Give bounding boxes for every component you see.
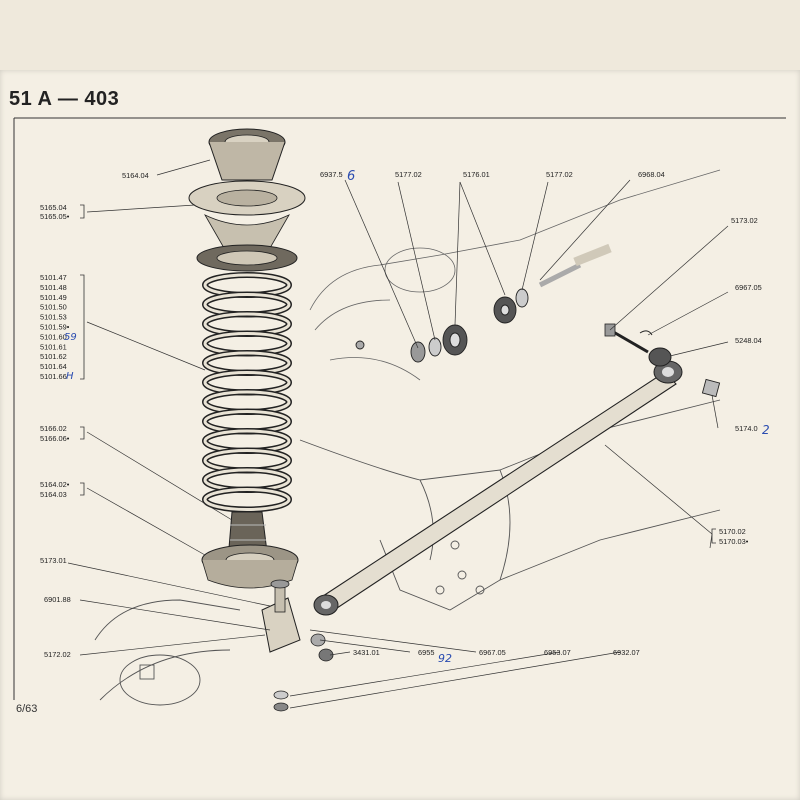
- part-label-6967-05-b: 6967.05: [479, 648, 506, 657]
- bracket-5165: [80, 204, 85, 219]
- lower-bracket: [261, 579, 301, 653]
- handwritten-note-92: 92: [438, 652, 452, 665]
- square-nut: [701, 378, 721, 398]
- coil-part-label: 5101.61: [40, 342, 67, 351]
- pinion-assembly: [355, 243, 612, 363]
- bracket-5170: [711, 528, 716, 544]
- part-label-5176-01: 5176.01: [463, 170, 490, 179]
- leader-lines: [67, 159, 729, 709]
- part-label-5248-04: 5248.04: [735, 336, 762, 345]
- part-label-6967-05-a: 6967.05: [735, 283, 762, 292]
- coil-turn-highlight: [203, 488, 291, 511]
- coil-part-label: 5101.48: [40, 283, 67, 292]
- part-label-6932-07: 6932.07: [613, 648, 640, 657]
- part-label-6955: 6955: [418, 648, 434, 657]
- part-label-5164-04: 5164.04: [122, 171, 149, 180]
- part-label-5165-05: 5165.05•: [40, 212, 70, 221]
- rod-bush: [604, 323, 672, 367]
- part-label-6953-07: 6953.07: [544, 648, 571, 657]
- rubber-pad: [196, 244, 298, 272]
- coil-spring: [202, 272, 292, 513]
- coil-part-label: 5101.49: [40, 293, 67, 302]
- part-label-5164-02: 5164.02•: [40, 480, 70, 489]
- lower-fasteners: [273, 633, 334, 712]
- part-label-5164-03: 5164.03: [40, 490, 67, 499]
- page-code: 6/63: [16, 703, 38, 715]
- page-title: 51 A — 403: [9, 88, 120, 110]
- part-label-5166-06: 5166.06•: [40, 434, 70, 443]
- coil-part-label: 5101.59•: [40, 323, 70, 332]
- coil-part-labels: 5101.475101.485101.495101.505101.535101.…: [40, 273, 70, 381]
- coil-part-label: 5101.62: [40, 352, 67, 361]
- spring-seat: [188, 180, 306, 253]
- part-label-5173-02: 5173.02: [731, 216, 758, 225]
- brake-drum-lower: [94, 599, 241, 706]
- part-label-5170-03: 5170.03•: [719, 537, 749, 546]
- part-label-5174-01: 5174.0: [735, 424, 758, 433]
- coil-part-label: 5101.50: [40, 303, 67, 312]
- part-label-6968-04: 6968.04: [638, 170, 665, 179]
- part-label-6901-88: 6901.88: [44, 595, 71, 604]
- coil-part-label: 5101.60: [40, 332, 67, 341]
- part-label-5177-02-b: 5177.02: [546, 170, 573, 179]
- handwritten-note-59: 59: [64, 332, 77, 343]
- handwritten-note-6: 6: [347, 169, 355, 184]
- axle-housing-upper: [309, 169, 721, 381]
- handwritten-note-2: 2: [762, 423, 770, 437]
- coil-part-label: 5101.66: [40, 372, 67, 381]
- panhard-rod: [313, 360, 683, 616]
- bracket-coil-group: [80, 274, 85, 380]
- coil-part-label: 5101.53: [40, 313, 67, 322]
- bracket-5164: [80, 482, 85, 496]
- coil-part-label: 5101.47: [40, 273, 67, 282]
- handwritten-note-h: H: [66, 371, 74, 382]
- part-label-3431-01: 3431.01: [353, 648, 380, 657]
- coil-part-label: 5101.64: [40, 362, 67, 371]
- part-label-5177-02-a: 5177.02: [395, 170, 422, 179]
- spring-upper-cup: [208, 128, 286, 181]
- part-label-5172-02: 5172.02: [44, 650, 71, 659]
- part-label-5166-02: 5166.02: [40, 424, 67, 433]
- part-label-6937-5: 6937.5: [320, 170, 343, 179]
- bracket-5166: [80, 426, 85, 440]
- part-label-5173-01: 5173.01: [40, 556, 67, 565]
- part-label-5165-04: 5165.04: [40, 203, 67, 212]
- part-label-5170-02: 5170.02: [719, 527, 746, 536]
